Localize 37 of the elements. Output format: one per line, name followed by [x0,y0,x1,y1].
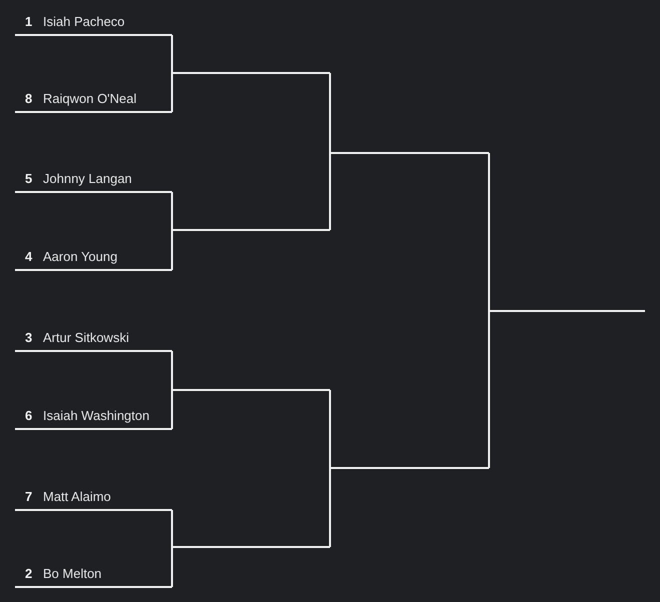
player-name: Bo Melton [43,566,102,581]
player-name: Raiqwon O'Neal [43,91,137,106]
seed-number: 7 [25,489,32,504]
bracket-connector [329,152,331,230]
player-name: Isiah Pacheco [43,14,125,29]
bracket-line [330,467,489,469]
bracket-connector [171,72,173,112]
player-name: Artur Sitkowski [43,330,129,345]
bracket-connector [329,73,331,154]
seed-number: 1 [25,14,32,29]
seed-number: 6 [25,408,32,423]
bracket-connector [171,192,173,231]
bracket-line [172,546,330,548]
bracket-connector [171,389,173,429]
seed-number: 8 [25,91,32,106]
seed-number: 5 [25,171,32,186]
bracket-connector [171,229,173,270]
bracket-connector [171,510,173,548]
bracket-connector [171,351,173,391]
bracket-line [330,152,489,154]
bracket-connector [488,153,490,312]
bracket-connector [171,546,173,587]
bracket-line [489,310,645,312]
bracket-line [172,389,330,391]
player-name: Matt Alaimo [43,489,111,504]
bracket-line [172,229,330,231]
seed-number: 2 [25,566,32,581]
bracket-connector [171,35,173,74]
bracket-connector [488,310,490,468]
player-name: Isaiah Washington [43,408,150,423]
bracket-connector [329,467,331,547]
seed-number: 3 [25,330,32,345]
seed-number: 4 [25,249,32,264]
player-name: Aaron Young [43,249,118,264]
player-name: Johnny Langan [43,171,132,186]
bracket-line [172,72,330,74]
bracket-connector [329,390,331,469]
